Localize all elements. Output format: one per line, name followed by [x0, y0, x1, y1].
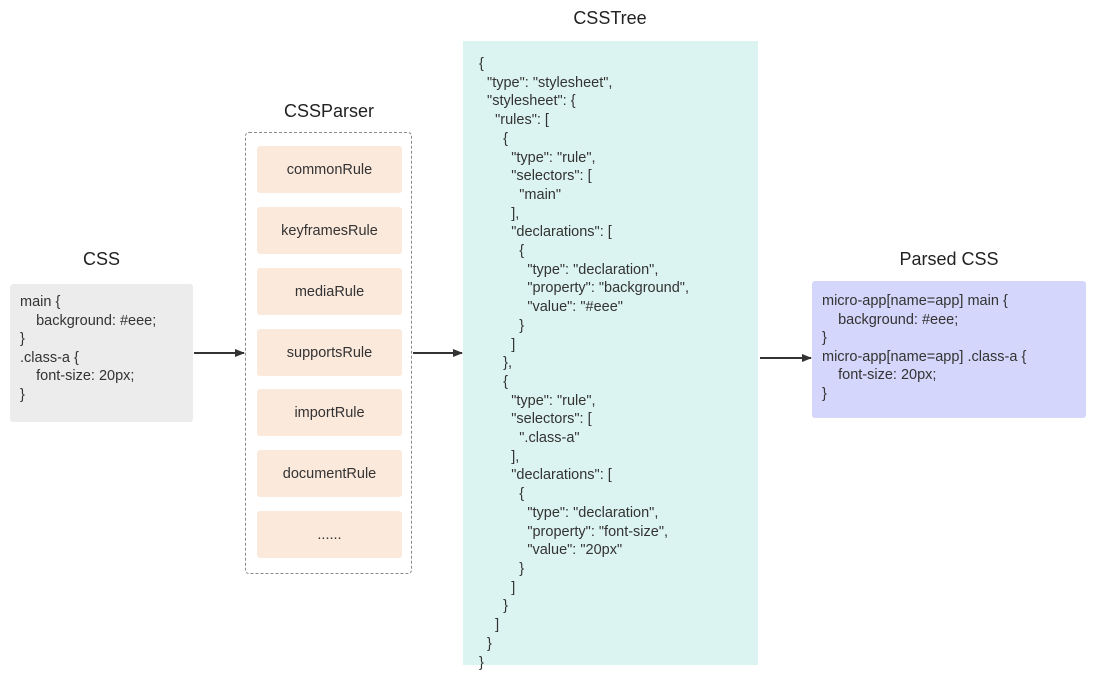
parsed-css-box: micro-app[name=app] main { background: #… [812, 281, 1086, 418]
css-source-code: main { background: #eee; } .class-a { fo… [20, 294, 157, 403]
parser-rule: mediaRule [257, 268, 402, 315]
tree-json-code: { "type": "stylesheet", "stylesheet": { … [479, 56, 689, 671]
tree-box: { "type": "stylesheet", "stylesheet": { … [463, 41, 758, 671]
tree-title: CSSTree [573, 8, 647, 28]
parser-rule: commonRule [257, 146, 402, 193]
parser-rule: importRule [257, 389, 402, 436]
parser-title: CSSParser [283, 101, 375, 121]
parsed-title: Parsed CSS [899, 249, 999, 269]
parser-rule: supportsRule [257, 329, 402, 376]
css-title: CSS [82, 249, 120, 269]
parser-box: commonRule keyframesRule mediaRule suppo… [245, 132, 412, 574]
parsed-css-code: micro-app[name=app] main { background: #… [822, 293, 1027, 402]
parser-rule: ...... [257, 511, 402, 558]
css-source-box: main { background: #eee; } .class-a { fo… [10, 284, 193, 422]
parser-rule: keyframesRule [257, 207, 402, 254]
parser-rule: documentRule [257, 450, 402, 497]
